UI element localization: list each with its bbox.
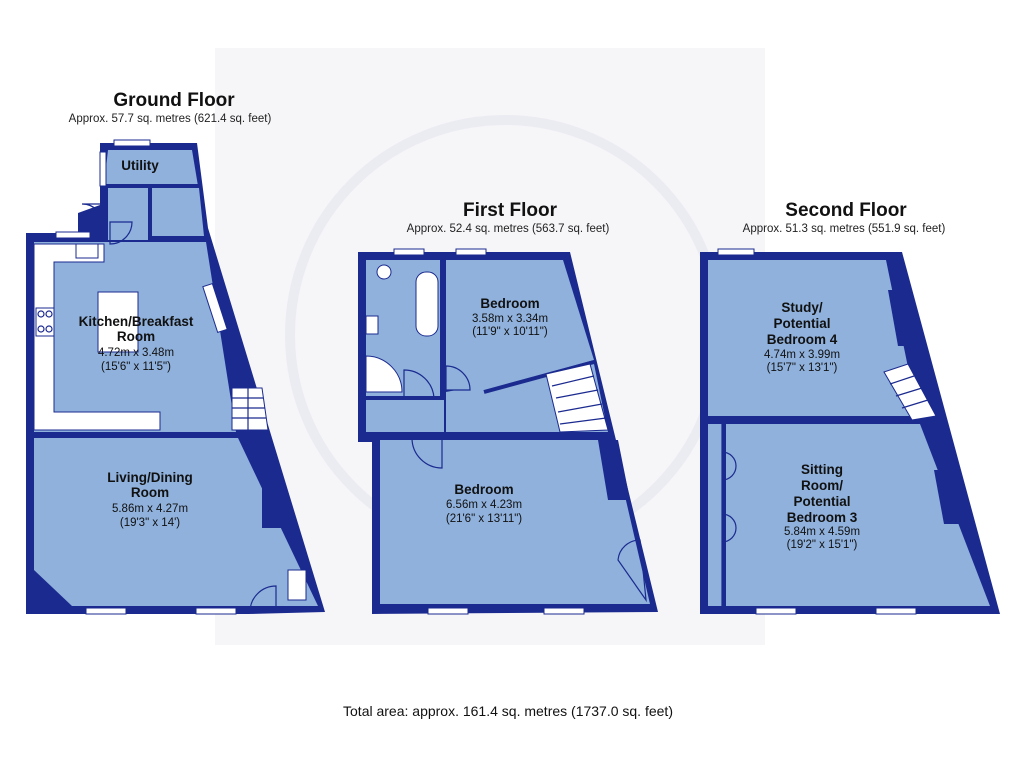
window-bed-large-2 <box>543 607 585 615</box>
corner-fill <box>34 570 72 606</box>
first-floor: First Floor Approx. 52.4 sq. metres (563… <box>358 200 658 615</box>
kitchen-name-line2: Room <box>117 329 155 344</box>
utility-door <box>81 203 105 227</box>
sitting-name-line4: Bedroom 3 <box>787 510 858 525</box>
window-sitting-1 <box>755 607 797 615</box>
first-stairs <box>545 363 609 433</box>
landing <box>366 400 444 432</box>
second-floor-title: Second Floor <box>785 200 907 221</box>
basin <box>365 315 379 335</box>
bedroom-small-name: Bedroom <box>480 296 539 311</box>
second-chimney-top <box>888 290 922 346</box>
front-door <box>249 585 277 613</box>
bedroom-large <box>380 440 650 604</box>
kitchen-name-line1: Kitchen/Breakfast <box>79 314 194 329</box>
wardrobe-strip <box>708 424 722 606</box>
window-living-1 <box>85 607 127 615</box>
study-name-line2: Potential <box>773 316 830 331</box>
bedroom-small <box>446 260 594 390</box>
living-room <box>34 438 318 606</box>
sitting-name-line1: Sitting <box>801 462 843 477</box>
sitting-dim-imperial: (19'2" x 15'1") <box>787 539 858 551</box>
first-floor-area: Approx. 52.4 sq. metres (563.7 sq. feet) <box>407 223 610 235</box>
study-name-line3: Bedroom 4 <box>767 332 838 347</box>
window-utility-side <box>99 151 107 187</box>
bedroom-large-name: Bedroom <box>454 482 513 497</box>
hob-ring-2 <box>45 310 53 318</box>
study-room <box>708 260 918 416</box>
sitting-room <box>726 424 990 606</box>
ground-floor-title: Ground Floor <box>113 90 235 111</box>
second-floor: Second Floor Approx. 51.3 sq. metres (55… <box>700 200 1000 615</box>
sitting-name-line2: Room/ <box>801 478 843 493</box>
living-name-line2: Room <box>131 485 169 500</box>
window-living-2 <box>195 607 237 615</box>
sitting-dim-metric: 5.84m x 4.59m <box>784 526 860 538</box>
first-chimney <box>598 440 630 500</box>
window-kitchen-side <box>202 282 228 334</box>
study-dim-imperial: (15'7" x 13'1") <box>767 362 838 374</box>
kitchen-island <box>97 291 139 353</box>
bedroom-large-imperial: (21'6" x 13'11") <box>446 513 522 525</box>
kitchen-dim-imperial: (15'6" x 11'5") <box>101 361 171 373</box>
utility-room <box>104 150 198 186</box>
study-dim-metric: 4.74m x 3.99m <box>764 349 840 361</box>
kitchen-dim-metric: 4.72m x 3.48m <box>98 347 174 359</box>
window-bed-large-1 <box>427 607 469 615</box>
second-stairs <box>883 363 937 421</box>
kitchen-worktop <box>33 243 161 431</box>
living-dim-imperial: (19'3" x 14') <box>120 517 180 529</box>
porch-cupboard <box>287 569 307 601</box>
bathtub <box>415 271 439 337</box>
ground-floor: Ground Floor Approx. 57.7 sq. metres (62… <box>26 90 325 615</box>
toilet <box>376 264 392 280</box>
ground-floor-area: Approx. 57.7 sq. metres (621.4 sq. feet) <box>69 113 272 125</box>
living-dim-metric: 5.86m x 4.27m <box>112 503 188 515</box>
shower <box>365 355 403 393</box>
sitting-name-line3: Potential <box>793 494 850 509</box>
hob-ring-4 <box>45 325 53 333</box>
window-study <box>717 248 755 256</box>
bath-door <box>403 369 435 399</box>
wardrobe-doors-1 <box>721 451 737 481</box>
wardrobe-door <box>617 539 647 603</box>
window-utility-top <box>113 139 151 147</box>
wardrobe-doors-2 <box>721 513 737 543</box>
total-area: Total area: approx. 161.4 sq. metres (17… <box>343 703 673 719</box>
window-kitchen-top <box>55 231 91 239</box>
study-name-line1: Study/ <box>781 300 823 315</box>
hob-ring-1 <box>37 310 45 318</box>
first-floor-title: First Floor <box>463 200 558 221</box>
living-name-line1: Living/Dining <box>107 470 193 485</box>
wc-room <box>152 188 204 236</box>
utility-label: Utility <box>121 158 159 173</box>
window-sitting-2 <box>875 607 917 615</box>
window-bed-small <box>455 248 487 256</box>
utility-hall <box>108 188 150 240</box>
bedroom-large-door <box>411 437 443 469</box>
ground-stairs <box>231 387 269 431</box>
second-floor-area: Approx. 51.3 sq. metres (551.9 sq. feet) <box>743 223 946 235</box>
bedroom-small-imperial: (11'9" x 10'11") <box>472 326 548 338</box>
kitchen-sink <box>75 243 99 259</box>
second-chimney-bottom <box>934 470 968 524</box>
chimney-breast <box>262 484 284 528</box>
bedroom-large-metric: 6.56m x 4.23m <box>446 499 522 511</box>
window-bath <box>393 248 425 256</box>
hob <box>35 307 55 337</box>
bedroom-small-door <box>445 365 471 391</box>
bedroom-small-metric: 3.58m x 3.34m <box>472 313 548 325</box>
kitchen-door <box>109 221 133 245</box>
hob-ring-3 <box>37 325 45 333</box>
